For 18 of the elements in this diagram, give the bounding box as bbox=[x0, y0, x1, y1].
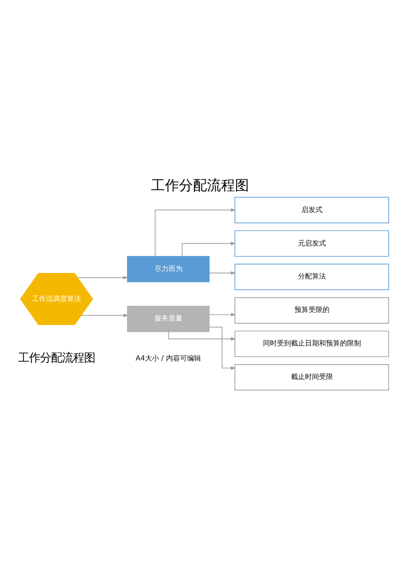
arrow bbox=[168, 332, 236, 341]
label: 工作分配流程图 bbox=[18, 350, 96, 365]
arrow bbox=[209, 312, 236, 316]
arrow bbox=[209, 271, 236, 275]
arrow bbox=[77, 276, 128, 280]
arrow bbox=[154, 208, 236, 257]
node-box: 截止时间受限 bbox=[234, 364, 390, 390]
diagram-title: 工作分配流程图 bbox=[151, 178, 249, 194]
node-box: 分配算法 bbox=[234, 264, 390, 290]
node-box: 元启发式 bbox=[234, 230, 390, 257]
node-box: 预算受限的 bbox=[234, 297, 390, 324]
arrow bbox=[208, 326, 236, 370]
node-box: 服务质量 bbox=[127, 306, 210, 332]
node-box: 启发式 bbox=[234, 196, 390, 224]
node-box: 同时受到截止日期和预算的限制 bbox=[234, 330, 390, 358]
arrow bbox=[80, 314, 128, 318]
label: A4大小 / 内容可编辑 bbox=[136, 354, 201, 363]
node-box: 尽力而为 bbox=[127, 256, 210, 282]
